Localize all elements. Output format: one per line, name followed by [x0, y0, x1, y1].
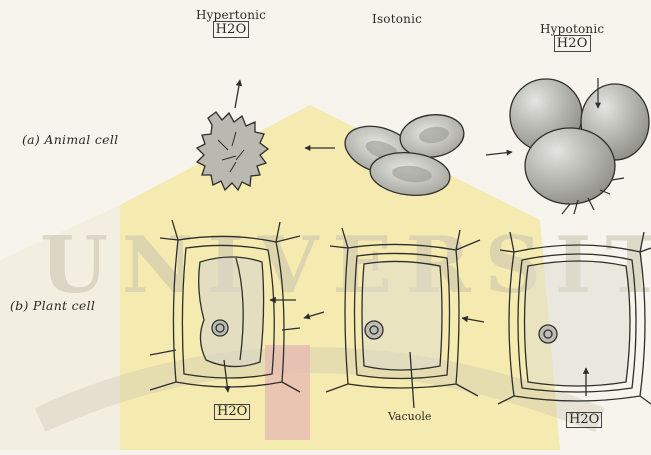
animal-cell-hypotonic: [510, 78, 649, 214]
water-label: H2O: [554, 35, 591, 52]
arrow-iso-to-hypo: [486, 152, 512, 155]
row-label-animal: (a) Animal cell: [22, 132, 118, 147]
water-label: H2O: [213, 21, 250, 38]
membrane: [362, 261, 442, 370]
membrane: [525, 261, 631, 386]
swollen-cell-3: [525, 128, 615, 204]
watermark-accent: [265, 345, 310, 440]
nucleus: [365, 321, 383, 339]
animal-cell-hypertonic: [197, 80, 268, 190]
header-hypertonic-label: Hypertonic: [196, 8, 266, 22]
vacuole-label: Vacuole: [388, 410, 431, 423]
water-label-turgid: H2O: [566, 412, 602, 428]
header-hypotonic-label: Hypotonic: [540, 22, 604, 36]
water-arrow-out: [235, 80, 240, 108]
nucleus: [212, 320, 228, 336]
header-isotonic: Isotonic: [372, 12, 422, 26]
shrunken-protoplast: [199, 257, 264, 367]
header-hypertonic-animal: Hypertonic H2O: [196, 8, 266, 37]
nucleus: [539, 325, 557, 343]
row-label-plant: (b) Plant cell: [10, 298, 95, 313]
water-label-plasmolysis: H2O: [214, 404, 250, 420]
header-hypotonic-animal: Hypotonic H2O: [540, 22, 604, 51]
